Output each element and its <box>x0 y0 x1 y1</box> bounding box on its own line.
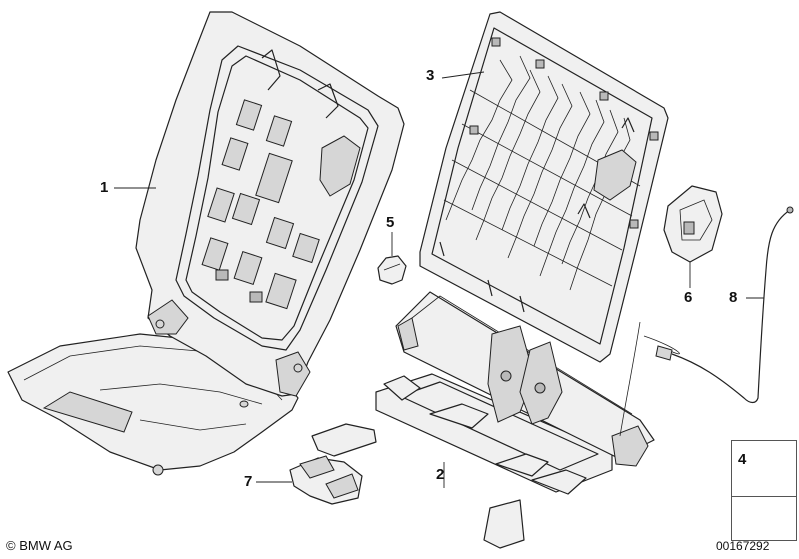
seat-frame-part-1 <box>7 11 405 476</box>
leader-lines <box>114 71 764 488</box>
callout-3: 3 <box>426 67 435 84</box>
copyright-holder: BMW AG <box>19 538 73 553</box>
callout-4: 4 <box>738 451 747 468</box>
callout-2: 2 <box>436 466 445 483</box>
backrest-panel-part-3 <box>419 11 669 363</box>
inset-divider <box>732 496 796 497</box>
copyright-notice: © BMW AG <box>6 538 73 553</box>
copyright-symbol: © <box>6 538 16 553</box>
diagram-id: 00167292 <box>716 539 770 553</box>
callout-6: 6 <box>684 289 693 306</box>
seat-base-frame-part-2 <box>311 291 680 549</box>
bracket-part-7 <box>289 455 363 505</box>
module-part-6 <box>663 185 723 263</box>
callout-5: 5 <box>386 214 395 231</box>
clip-part-5 <box>377 255 407 285</box>
bolt-inset-panel: 4 <box>731 440 797 541</box>
callout-8: 8 <box>729 289 738 306</box>
callout-1: 1 <box>100 179 109 196</box>
callout-7: 7 <box>244 473 253 490</box>
cable-part-8 <box>655 206 794 404</box>
